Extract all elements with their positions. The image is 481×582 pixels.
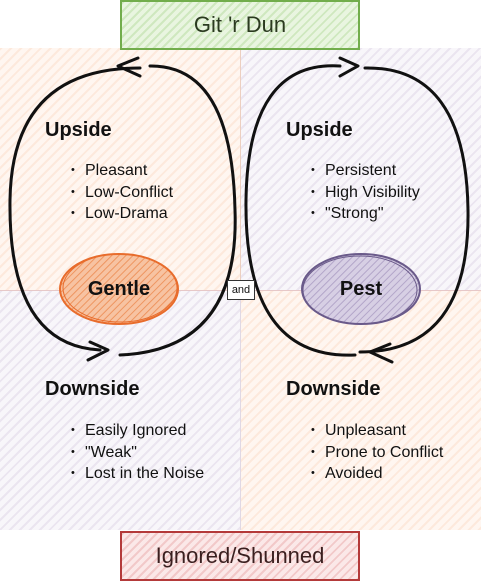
and-connector: and [227, 280, 255, 300]
gentle-cycle-path [118, 64, 237, 357]
list-item: Low-Drama [71, 203, 173, 225]
list-item: Avoided [311, 463, 443, 485]
list-item: Prone to Conflict [311, 442, 443, 464]
gentle-blob: Gentle [58, 252, 180, 326]
pest-blob: Pest [300, 252, 422, 326]
pest-label: Pest [339, 277, 383, 300]
list-item: Low-Conflict [71, 182, 173, 204]
list-item: Lost in the Noise [71, 463, 204, 485]
pest-upside-list: Persistent High Visibility "Strong" [311, 160, 420, 225]
gentle-cycle-path-outer [8, 66, 142, 352]
pest-downside-list: Unpleasant Prone to Conflict Avoided [311, 420, 443, 485]
pest-downside-heading: Downside [286, 378, 381, 400]
list-item: Unpleasant [311, 420, 443, 442]
pest-arrowhead-bottom [368, 342, 394, 364]
gentle-upside-heading: Upside [45, 119, 112, 141]
list-item: Persistent [311, 160, 420, 182]
gentle-downside-heading: Downside [45, 378, 140, 400]
pest-cycle-path-outer [358, 66, 470, 354]
gentle-label: Gentle [87, 277, 151, 300]
gentle-arrowhead-top [116, 56, 142, 78]
quadrant-gentle-downside [0, 290, 241, 530]
list-item: Easily Ignored [71, 420, 204, 442]
gentle-arrowhead-bottom [86, 340, 110, 362]
list-item: "Weak" [71, 442, 204, 464]
list-item: "Strong" [311, 203, 420, 225]
pest-arrowhead-top [338, 56, 360, 78]
gentle-upside-list: Pleasant Low-Conflict Low-Drama [71, 160, 173, 225]
pest-cycle-path [244, 64, 357, 357]
list-item: Pleasant [71, 160, 173, 182]
git-r-dun-banner: Git 'r Dun [120, 0, 360, 50]
pest-upside-heading: Upside [286, 119, 353, 141]
ignored-shunned-banner: Ignored/Shunned [120, 531, 360, 581]
gentle-downside-list: Easily Ignored "Weak" Lost in the Noise [71, 420, 204, 485]
list-item: High Visibility [311, 182, 420, 204]
